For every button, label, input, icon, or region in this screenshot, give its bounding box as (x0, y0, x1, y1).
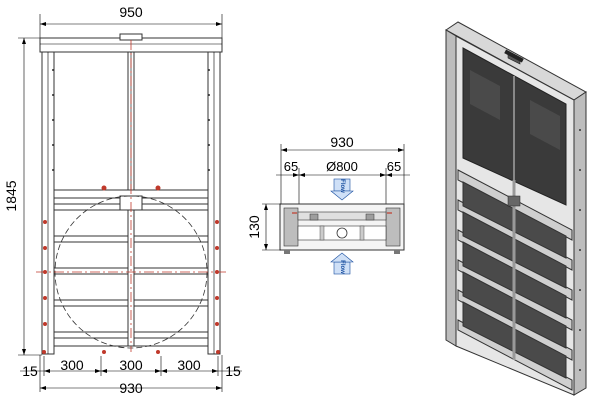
dimension-bottom-chain: 15 300 300 300 15 930 (20, 355, 242, 396)
flow-label-bottom: Flow (339, 260, 345, 274)
label-930-section: 930 (330, 134, 354, 150)
flow-arrow-top: Flow (330, 178, 354, 201)
dimension-section-height: 130 (246, 203, 281, 251)
dimension-section-chain: 65 Ø800 65 (276, 159, 410, 205)
section-body (279, 203, 405, 254)
label-930-bottom: 930 (119, 380, 143, 396)
label-130: 130 (246, 215, 262, 239)
label-300-a: 300 (60, 357, 84, 373)
section-view: 930 65 Ø800 65 Flow (246, 134, 410, 275)
label-300-b: 300 (119, 357, 143, 373)
red-markers (36, 40, 226, 354)
label-15-left: 15 (22, 363, 38, 379)
label-65-left: 65 (284, 159, 298, 174)
label-65-right: 65 (387, 159, 401, 174)
label-1845: 1845 (3, 180, 19, 211)
iso-post-holes (579, 129, 581, 371)
iso-left-post (445, 29, 457, 347)
post-holes (52, 69, 210, 171)
isometric-view (445, 21, 587, 396)
iso-right-post (573, 91, 587, 396)
actuator-mount (119, 33, 143, 41)
label-950: 950 (119, 4, 143, 20)
label-diameter: Ø800 (326, 159, 358, 174)
dimension-width-top: 950 (39, 4, 223, 40)
dimension-height-left: 1845 (3, 37, 42, 356)
dimension-section-width: 930 (280, 134, 405, 205)
flow-arrow-bottom: Flow (330, 252, 354, 275)
label-300-c: 300 (177, 357, 201, 373)
label-15-right: 15 (225, 363, 241, 379)
flow-label-top: Flow (339, 179, 345, 193)
front-view: 950 1845 (3, 4, 242, 396)
